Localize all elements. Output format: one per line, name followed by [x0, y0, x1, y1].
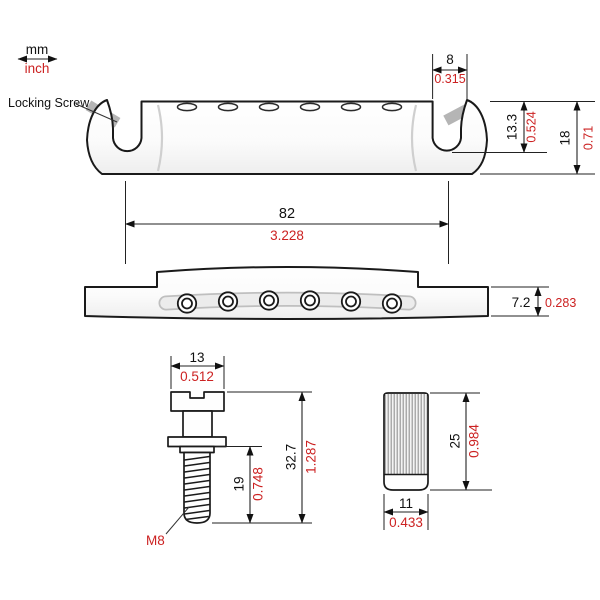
stud-flange [167, 436, 227, 448]
string-holes-top [176, 102, 403, 112]
dim-bushing-diameter-inch: 0.433 [389, 515, 423, 530]
string-hole-inner [181, 297, 193, 310]
string-hole-inner [386, 297, 398, 310]
bushing-view: 25 0.984 11 0.433 [383, 392, 492, 530]
thread-size-leader-line [165, 506, 190, 535]
dim-stud-head-width-mm: 13 [189, 350, 204, 365]
dim-stud-thread-length-inch: 0.748 [251, 467, 266, 501]
dim-stud-spacing-mm: 82 [279, 206, 295, 222]
shading-arc-right [410, 104, 418, 172]
dim-bushing-diameter: 11 0.433 [383, 494, 429, 530]
dim-body-height: 18 0.71 [480, 101, 595, 175]
dim-body-height-mm: 18 [558, 130, 573, 145]
unit-metric-label: mm [26, 42, 49, 57]
dim-bushing-length: 25 0.984 [430, 392, 492, 491]
dim-bushing-diameter-mm: 11 [399, 496, 413, 511]
thread-ridges [184, 455, 210, 521]
dim-stud-head-width: 13 0.512 [170, 350, 225, 389]
dim-base-thickness-inch: 0.283 [545, 296, 576, 310]
thread-size-label: M8 [146, 533, 165, 548]
shading-arc-left [156, 104, 164, 172]
string-hole-oval [258, 102, 280, 112]
dim-stud-total-length-mm: 32.7 [284, 444, 299, 470]
locking-screw-label: Locking Screw [8, 96, 90, 110]
dim-stud-thread-length: 19 0.748 [216, 446, 266, 524]
locking-screw-leader-line [75, 103, 118, 123]
unit-legend: mm inch [17, 42, 58, 76]
tailpiece-front-view: 7.2 0.283 [84, 266, 576, 320]
tailpiece-side-view: Locking Screw 8 0.315 13.3 0.524 18 0.71 [8, 52, 595, 264]
dim-base-thickness-mm: 7.2 [512, 295, 531, 310]
string-hole-oval [299, 102, 321, 112]
string-hole-inner [263, 294, 275, 307]
dim-slot-width-mm: 8 [446, 52, 454, 67]
dim-slot-depth-mm: 13.3 [505, 114, 520, 140]
stud-neck [182, 410, 213, 438]
dim-stud-total-length: 32.7 1.287 [212, 391, 319, 524]
string-holes-front [176, 290, 403, 314]
string-hole-oval [381, 102, 403, 112]
string-hole-inner [345, 295, 357, 308]
bushing-knurl-texture [385, 394, 427, 474]
unit-imperial-label: inch [25, 61, 50, 76]
string-channel [160, 293, 415, 309]
string-hole-inner [304, 294, 316, 307]
dim-base-thickness: 7.2 0.283 [491, 286, 576, 317]
string-hole-inner [222, 295, 234, 308]
dim-slot-width: 8 0.315 [432, 52, 468, 99]
dim-bushing-length-mm: 25 [448, 433, 463, 448]
string-hole-oval [217, 102, 239, 112]
dim-slot-depth-inch: 0.524 [524, 111, 538, 142]
dim-bushing-length-inch: 0.984 [467, 424, 482, 458]
dim-stud-thread-length-mm: 19 [232, 476, 247, 491]
string-hole-oval [340, 102, 362, 112]
stud-head [170, 391, 225, 412]
dim-stud-spacing: 82 3.228 [125, 181, 449, 264]
dim-stud-head-width-inch: 0.512 [180, 369, 214, 384]
dim-stud-total-length-inch: 1.287 [304, 440, 319, 474]
dim-stud-spacing-inch: 3.228 [270, 228, 304, 243]
tailpiece-body [86, 99, 488, 175]
dim-slot-width-inch: 0.315 [434, 72, 465, 86]
string-hole-oval [176, 102, 198, 112]
stud-collar [179, 445, 215, 454]
stud-screw-view: 13 0.512 32.7 1.287 19 0.748 M8 [146, 350, 319, 548]
dim-body-height-inch: 0.71 [581, 126, 595, 150]
